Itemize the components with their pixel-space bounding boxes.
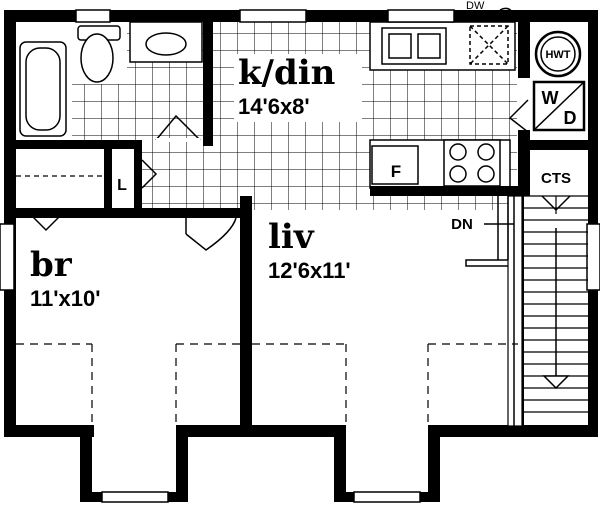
closet-floor bbox=[14, 148, 106, 208]
dishwasher bbox=[469, 7, 513, 65]
toilet bbox=[77, 25, 121, 83]
hwt-label: HWT bbox=[545, 49, 570, 61]
kitchen-dining-name: k/din bbox=[238, 53, 335, 93]
bedroom-dims: 11'x10' bbox=[30, 286, 100, 311]
bay-outline-living bbox=[252, 343, 518, 425]
stairs bbox=[465, 195, 588, 427]
bathtub bbox=[19, 41, 67, 137]
living-dims: 12'6x11' bbox=[268, 258, 351, 283]
linen-door-swing bbox=[141, 159, 158, 189]
cts-label: CTS bbox=[541, 170, 571, 187]
windows bbox=[0, 9, 600, 503]
bedroom-door bbox=[185, 217, 237, 251]
closet-door-swing bbox=[29, 213, 63, 232]
hall-tile-floor bbox=[130, 140, 250, 210]
bath-sink bbox=[145, 32, 187, 56]
living-name: liv bbox=[268, 217, 315, 257]
linen-label: L bbox=[117, 177, 127, 194]
washer-label: W bbox=[542, 88, 559, 108]
dryer-label: D bbox=[564, 108, 577, 128]
linen-floor bbox=[110, 150, 134, 210]
bedroom-name: br bbox=[30, 245, 73, 285]
kitchen-dining-dims: 14'6x8' bbox=[238, 94, 310, 119]
hot-water-tank bbox=[534, 30, 582, 78]
kitchen-sink bbox=[381, 27, 447, 65]
range-stove bbox=[443, 139, 501, 187]
fridge-label: F bbox=[391, 162, 401, 181]
dishwasher-label: DW bbox=[466, 0, 485, 12]
fridge bbox=[371, 145, 419, 185]
bath-door-swing bbox=[155, 114, 201, 141]
bay-outline-bedroom bbox=[16, 343, 240, 425]
dn-label: DN bbox=[451, 216, 473, 233]
